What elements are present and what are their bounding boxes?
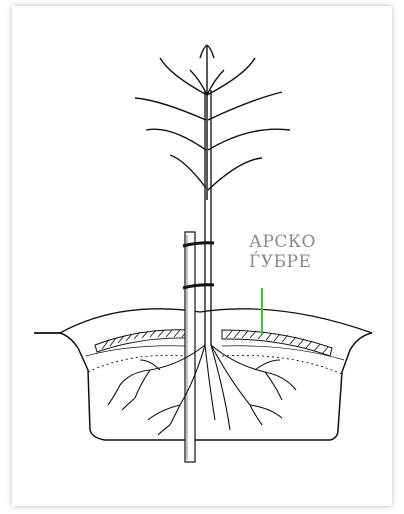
annotation-label-line1: АРСКО [249,232,316,252]
tree-trunk [205,90,211,345]
tree-crown [135,45,290,200]
manure-layer-right [222,330,332,356]
manure-layer-left [95,330,188,352]
support-stake [185,232,195,462]
tree-roots [108,345,296,435]
soil-layer-right [222,355,342,374]
annotation-label-line2: ЃУБРЕ [249,252,311,272]
soil-mound [60,309,372,333]
soil-layer-left [88,355,186,372]
